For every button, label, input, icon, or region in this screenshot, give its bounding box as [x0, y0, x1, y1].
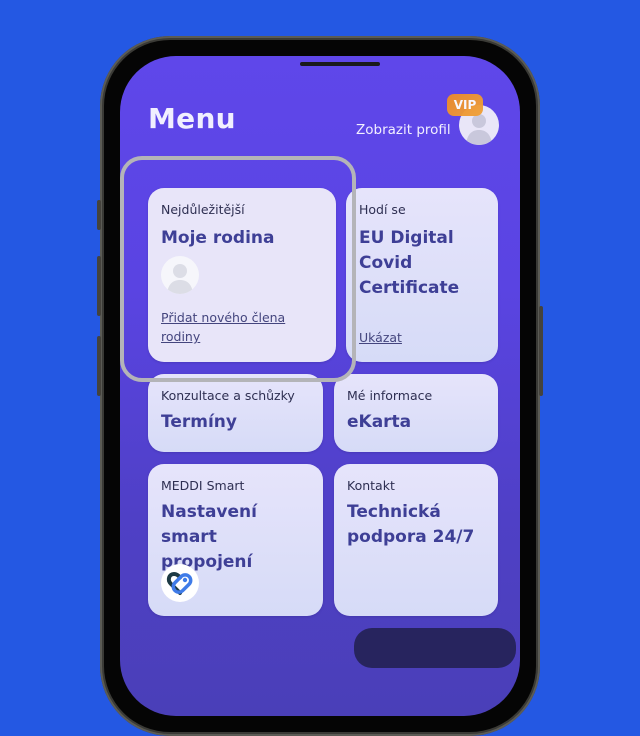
person-icon [466, 114, 492, 145]
phone-side-button [97, 256, 101, 316]
phone-side-button [97, 200, 101, 230]
card-subtitle: MEDDI Smart [161, 478, 245, 493]
phone-frame: Menu Zobrazit profil VIP Nejdůležitější … [97, 36, 543, 736]
card-ekarta[interactable]: Mé informace eKarta [334, 374, 498, 452]
app-screen: Menu Zobrazit profil VIP Nejdůležitější … [120, 56, 520, 716]
card-title: Moje rodina [161, 228, 275, 248]
highlight-ring [120, 156, 356, 382]
card-subtitle: Kontakt [347, 478, 395, 493]
card-subtitle: Hodí se [359, 202, 406, 217]
vip-badge: VIP [447, 94, 483, 116]
add-family-member-link[interactable]: Přidat nového člena rodiny [161, 310, 286, 344]
card-technical-support[interactable]: Kontakt Technická podpora 24/7 [334, 464, 498, 616]
card-title: EU Digital Covid Certificate [359, 228, 460, 298]
card-subtitle: Konzultace a schůzky [161, 388, 295, 403]
card-eu-covid-certificate[interactable]: Hodí se EU Digital Covid Certificate Uká… [346, 188, 498, 362]
person-avatar-icon [167, 264, 193, 294]
speaker-notch [300, 62, 380, 66]
card-title: Termíny [161, 412, 237, 432]
show-certificate-link[interactable]: Ukázat [359, 330, 402, 345]
card-my-family[interactable]: Nejdůležitější Moje rodina Přidat nového… [148, 188, 336, 362]
phone-side-button [97, 336, 101, 396]
card-appointments[interactable]: Konzultace a schůzky Termíny [148, 374, 323, 452]
family-member-avatar[interactable] [161, 256, 199, 294]
phone-side-button [539, 306, 543, 396]
view-profile-link[interactable]: Zobrazit profil [356, 122, 451, 138]
health-connect-icon [161, 564, 199, 602]
page-title: Menu [148, 102, 236, 135]
card-smart-connection[interactable]: MEDDI Smart Nastavení smart propojení [148, 464, 323, 616]
phone-bezel: Menu Zobrazit profil VIP Nejdůležitější … [104, 40, 536, 732]
bottom-action-button[interactable] [354, 628, 516, 668]
card-title: eKarta [347, 412, 412, 432]
card-subtitle: Mé informace [347, 388, 433, 403]
card-subtitle: Nejdůležitější [161, 202, 245, 217]
card-title: Technická podpora 24/7 [347, 502, 475, 547]
